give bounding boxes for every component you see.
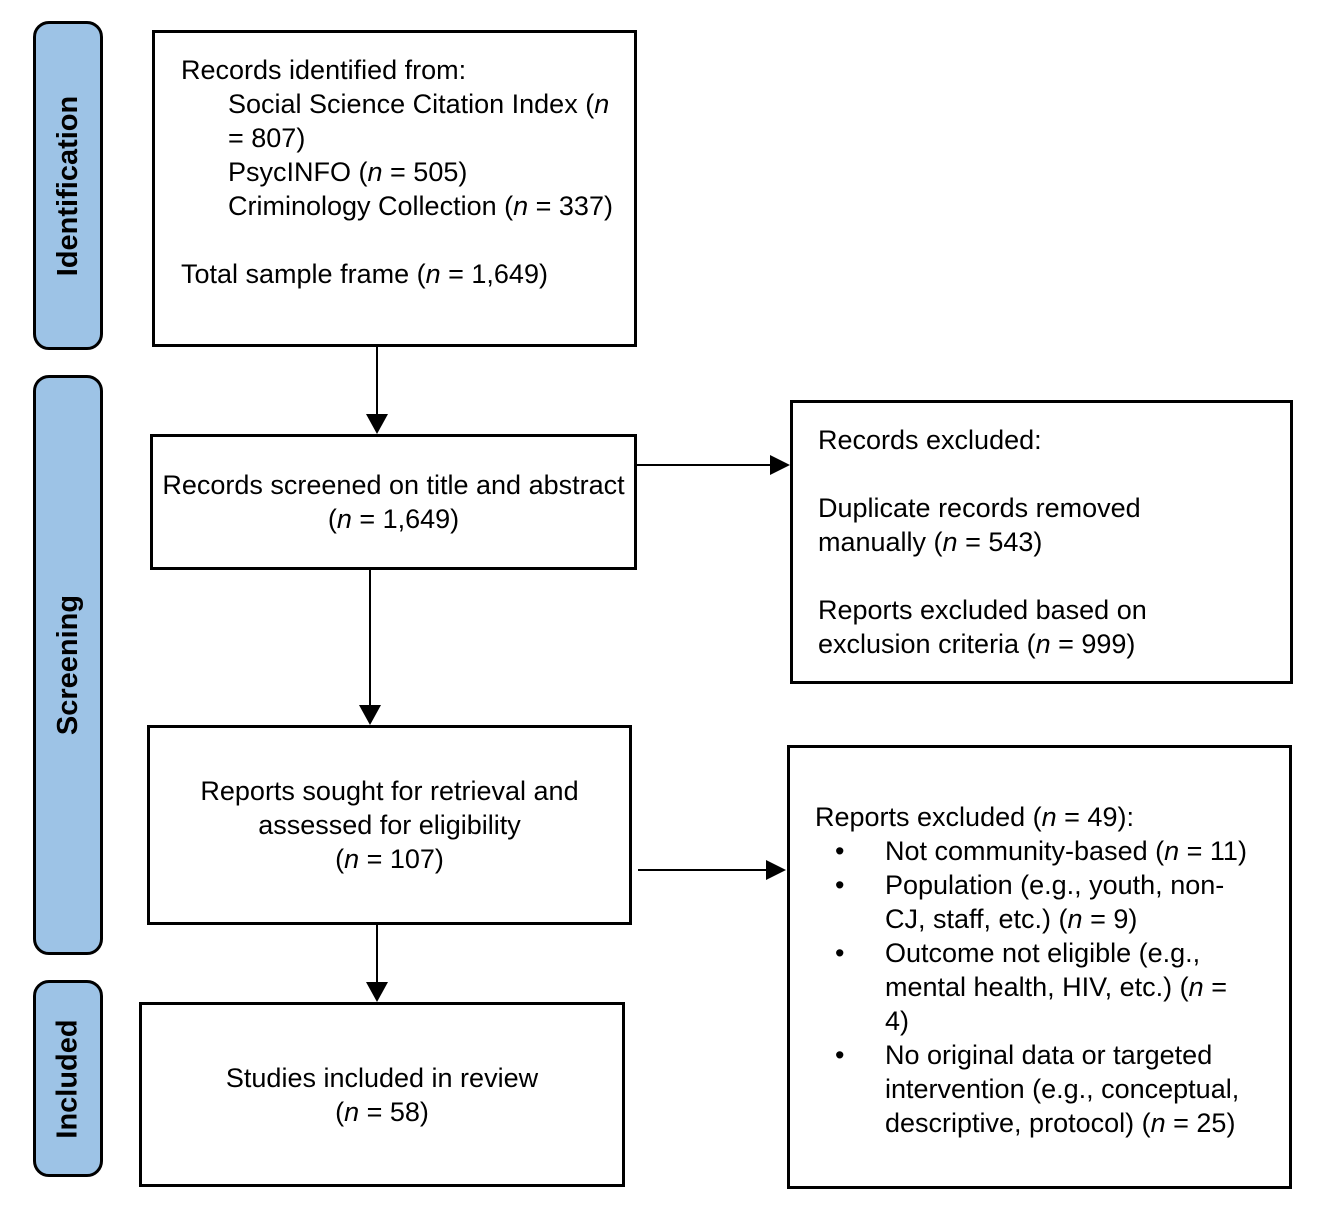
records-excluded-duplicates: Duplicate records removed manually (n = … [818,493,1141,557]
excluded-reason-community: Not community-based (n = 11) [815,834,1277,868]
arrow-head-icon [359,705,381,725]
box-reports-sought: Reports sought for retrieval and assesse… [147,725,632,925]
excluded-reason-outcome: Outcome not eligible (e.g., mental healt… [815,936,1277,1038]
studies-included-count: (n = 58) [335,1096,429,1127]
stage-bar-identification: Identification [33,21,103,350]
reports-excluded-heading: Reports excluded (n = 49): [815,802,1134,832]
arrow-head-icon [366,982,388,1002]
source-criminology: Criminology Collection (n = 337) [228,191,613,221]
arrow-line [376,347,378,417]
excluded-reason-population: Population (e.g., youth, non-CJ, staff, … [815,868,1277,936]
total-sample-frame: Total sample frame (n = 1,649) [181,259,548,289]
reports-sought-text: Reports sought for retrieval and assesse… [200,776,579,840]
box-records-identified: Records identified from: Social Science … [152,30,637,347]
box-records-screened: Records screened on title and abstract (… [150,434,637,570]
stage-label-identification: Identification [52,95,85,276]
reports-sought-count: (n = 107) [335,844,444,874]
records-identified-intro: Records identified from: [181,55,467,85]
records-excluded-heading: Records excluded: [818,425,1042,455]
box-reports-excluded: Reports excluded (n = 49): Not community… [787,745,1292,1189]
arrow-line [638,869,768,871]
stage-bar-screening: Screening [33,375,103,955]
stage-bar-included: Included [33,980,103,1177]
studies-included-text: Studies included in review [225,1062,539,1093]
stage-label-included: Included [52,1018,85,1139]
arrow-head-icon [770,455,790,475]
excluded-reason-no-data: No original data or targeted interventio… [815,1038,1277,1140]
records-screened-count: (n = 1,649) [327,504,460,534]
box-records-excluded: Records excluded: Duplicate records remo… [790,400,1293,684]
box-studies-included: Studies included in review (n = 58) [139,1002,625,1187]
records-excluded-criteria: Reports excluded based on exclusion crit… [818,595,1147,659]
reports-excluded-list: Not community-based (n = 11) Population … [815,834,1277,1140]
arrow-head-icon [766,860,786,880]
source-psycinfo: PsycINFO (n = 505) [228,157,468,187]
arrow-line [369,570,371,708]
arrow-line [376,925,378,985]
arrow-head-icon [366,414,388,434]
stage-label-screening: Screening [52,594,84,736]
arrow-line [637,464,772,466]
records-screened-text: Records screened on title and abstract [162,470,625,500]
source-ssci: Social Science Citation Index (n = 807) [228,89,610,153]
